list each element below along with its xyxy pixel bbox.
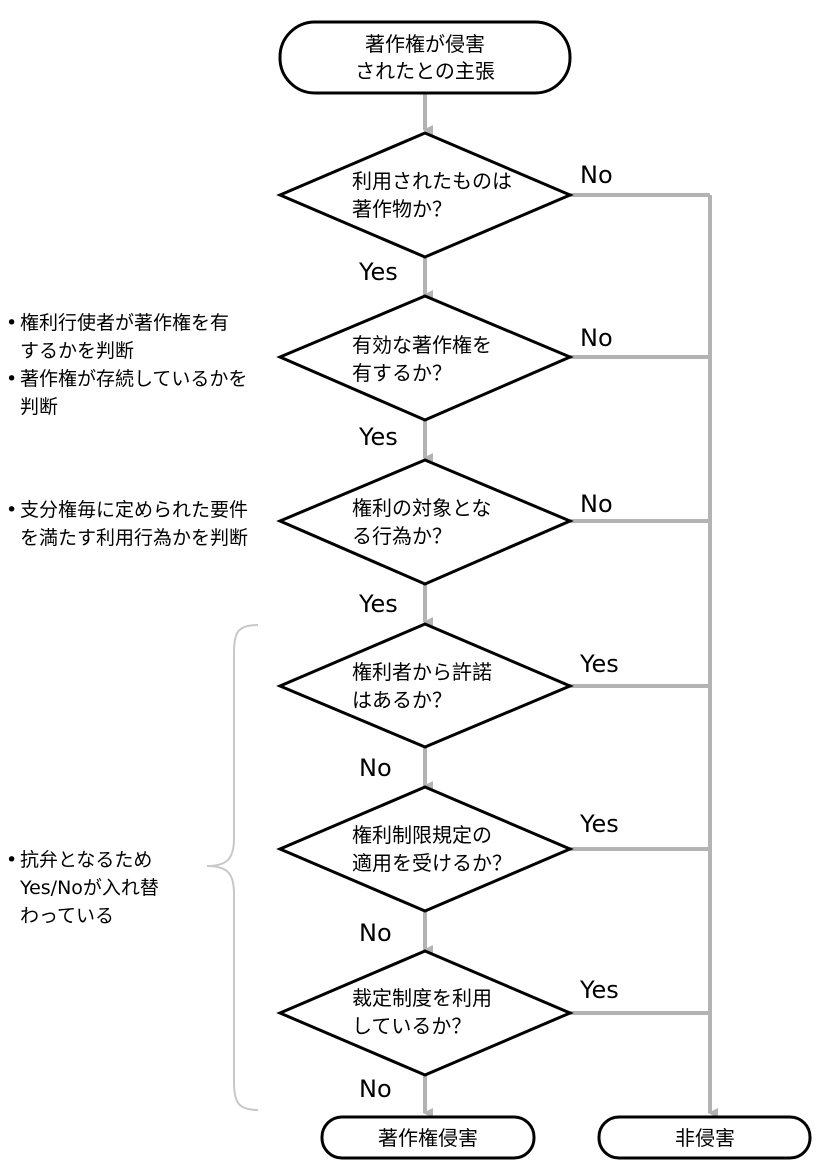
decision-diamond-copyrightable-work — [276, 131, 574, 259]
note-2-item: 著作権が存続しているかを 判断 — [6, 365, 247, 421]
decision-1-right-label: No — [580, 161, 613, 189]
note-right-requirements: 支分権毎に定められた要件 を満たす利用行為かを判断 — [6, 496, 248, 552]
end-terminal-non-infringement — [597, 1115, 812, 1160]
decision-diamond-ruling-system — [276, 949, 574, 1077]
decision-2-right-label: No — [580, 324, 613, 352]
note-1-line1: 権利行使者が著作権を有 — [20, 312, 230, 334]
start-terminal — [278, 20, 572, 95]
decision-1-line1: 利用されたものは — [352, 169, 512, 193]
note-3-line2: を満たす利用行為かを判断 — [20, 527, 249, 549]
note-2-line1: 著作権が存続しているかを — [20, 368, 248, 390]
decision-diamond-license — [276, 622, 574, 749]
note-4-item: 抗弁となるため Yes/Noが入れ替 わっている — [6, 846, 159, 930]
decision-4-right-label: Yes — [579, 650, 619, 678]
decision-1-down-label: Yes — [358, 258, 398, 286]
decision-6-line1: 裁定制度を利用 — [352, 986, 492, 1010]
note-defense: 抗弁となるため Yes/Noが入れ替 わっている — [6, 846, 159, 930]
note-2-line2: 判断 — [20, 396, 59, 418]
note-3-line1: 支分権毎に定められた要件 — [20, 499, 249, 521]
start-text-line1: 著作権が侵害 — [365, 32, 485, 56]
decision-6-right-label: Yes — [579, 976, 619, 1004]
decision-3-line1: 権利の対象とな — [352, 496, 491, 520]
note-4-line3: わっている — [20, 905, 115, 927]
note-copyright-holder: 権利行使者が著作権を有 するかを判断 著作権が存続しているかを 判断 — [6, 309, 247, 421]
decision-3-down-label: Yes — [358, 590, 398, 618]
decision-4-line2: はあるか？ — [352, 688, 452, 712]
decision-2-down-label: Yes — [358, 423, 398, 451]
decision-diamond-limitation — [276, 785, 574, 913]
end-terminal-infringement — [320, 1115, 536, 1160]
note-1-item: 権利行使者が著作権を有 するかを判断 — [6, 309, 247, 365]
decision-diamond-covered-act — [276, 458, 574, 586]
decision-2-line1: 有効な著作権を — [352, 333, 492, 357]
decision-3-line2: る行為か？ — [352, 524, 452, 548]
note-1-line2: するかを判断 — [20, 340, 135, 362]
decision-1-line2: 著作物か？ — [352, 197, 452, 221]
connectors — [423, 93, 718, 1118]
decision-2-line2: 有するか？ — [352, 361, 452, 385]
decision-6-line2: しているか？ — [352, 1014, 471, 1038]
decision-5-line2: 適用を受けるか？ — [352, 851, 512, 875]
decision-5-down-label: No — [359, 919, 392, 947]
note-3-item: 支分権毎に定められた要件 を満たす利用行為かを判断 — [6, 496, 248, 552]
note-bracket — [206, 624, 259, 1111]
decision-5-right-label: Yes — [579, 810, 619, 838]
note-4-line2: Yes/Noが入れ替 — [20, 877, 159, 899]
end-infringement-text: 著作権侵害 — [378, 1126, 478, 1150]
end-non-infringement-text: 非侵害 — [675, 1126, 735, 1150]
decision-4-line1: 権利者から許諾 — [352, 660, 492, 684]
decision-diamond-valid-copyright — [276, 294, 574, 422]
note-4-line1: 抗弁となるため — [20, 849, 153, 871]
decision-5-line1: 権利制限規定の — [352, 823, 492, 847]
decision-3-right-label: No — [580, 490, 613, 518]
decision-4-down-label: No — [359, 754, 392, 782]
decision-6-down-label: No — [359, 1075, 392, 1103]
start-text-line2: されたとの主張 — [355, 59, 495, 83]
